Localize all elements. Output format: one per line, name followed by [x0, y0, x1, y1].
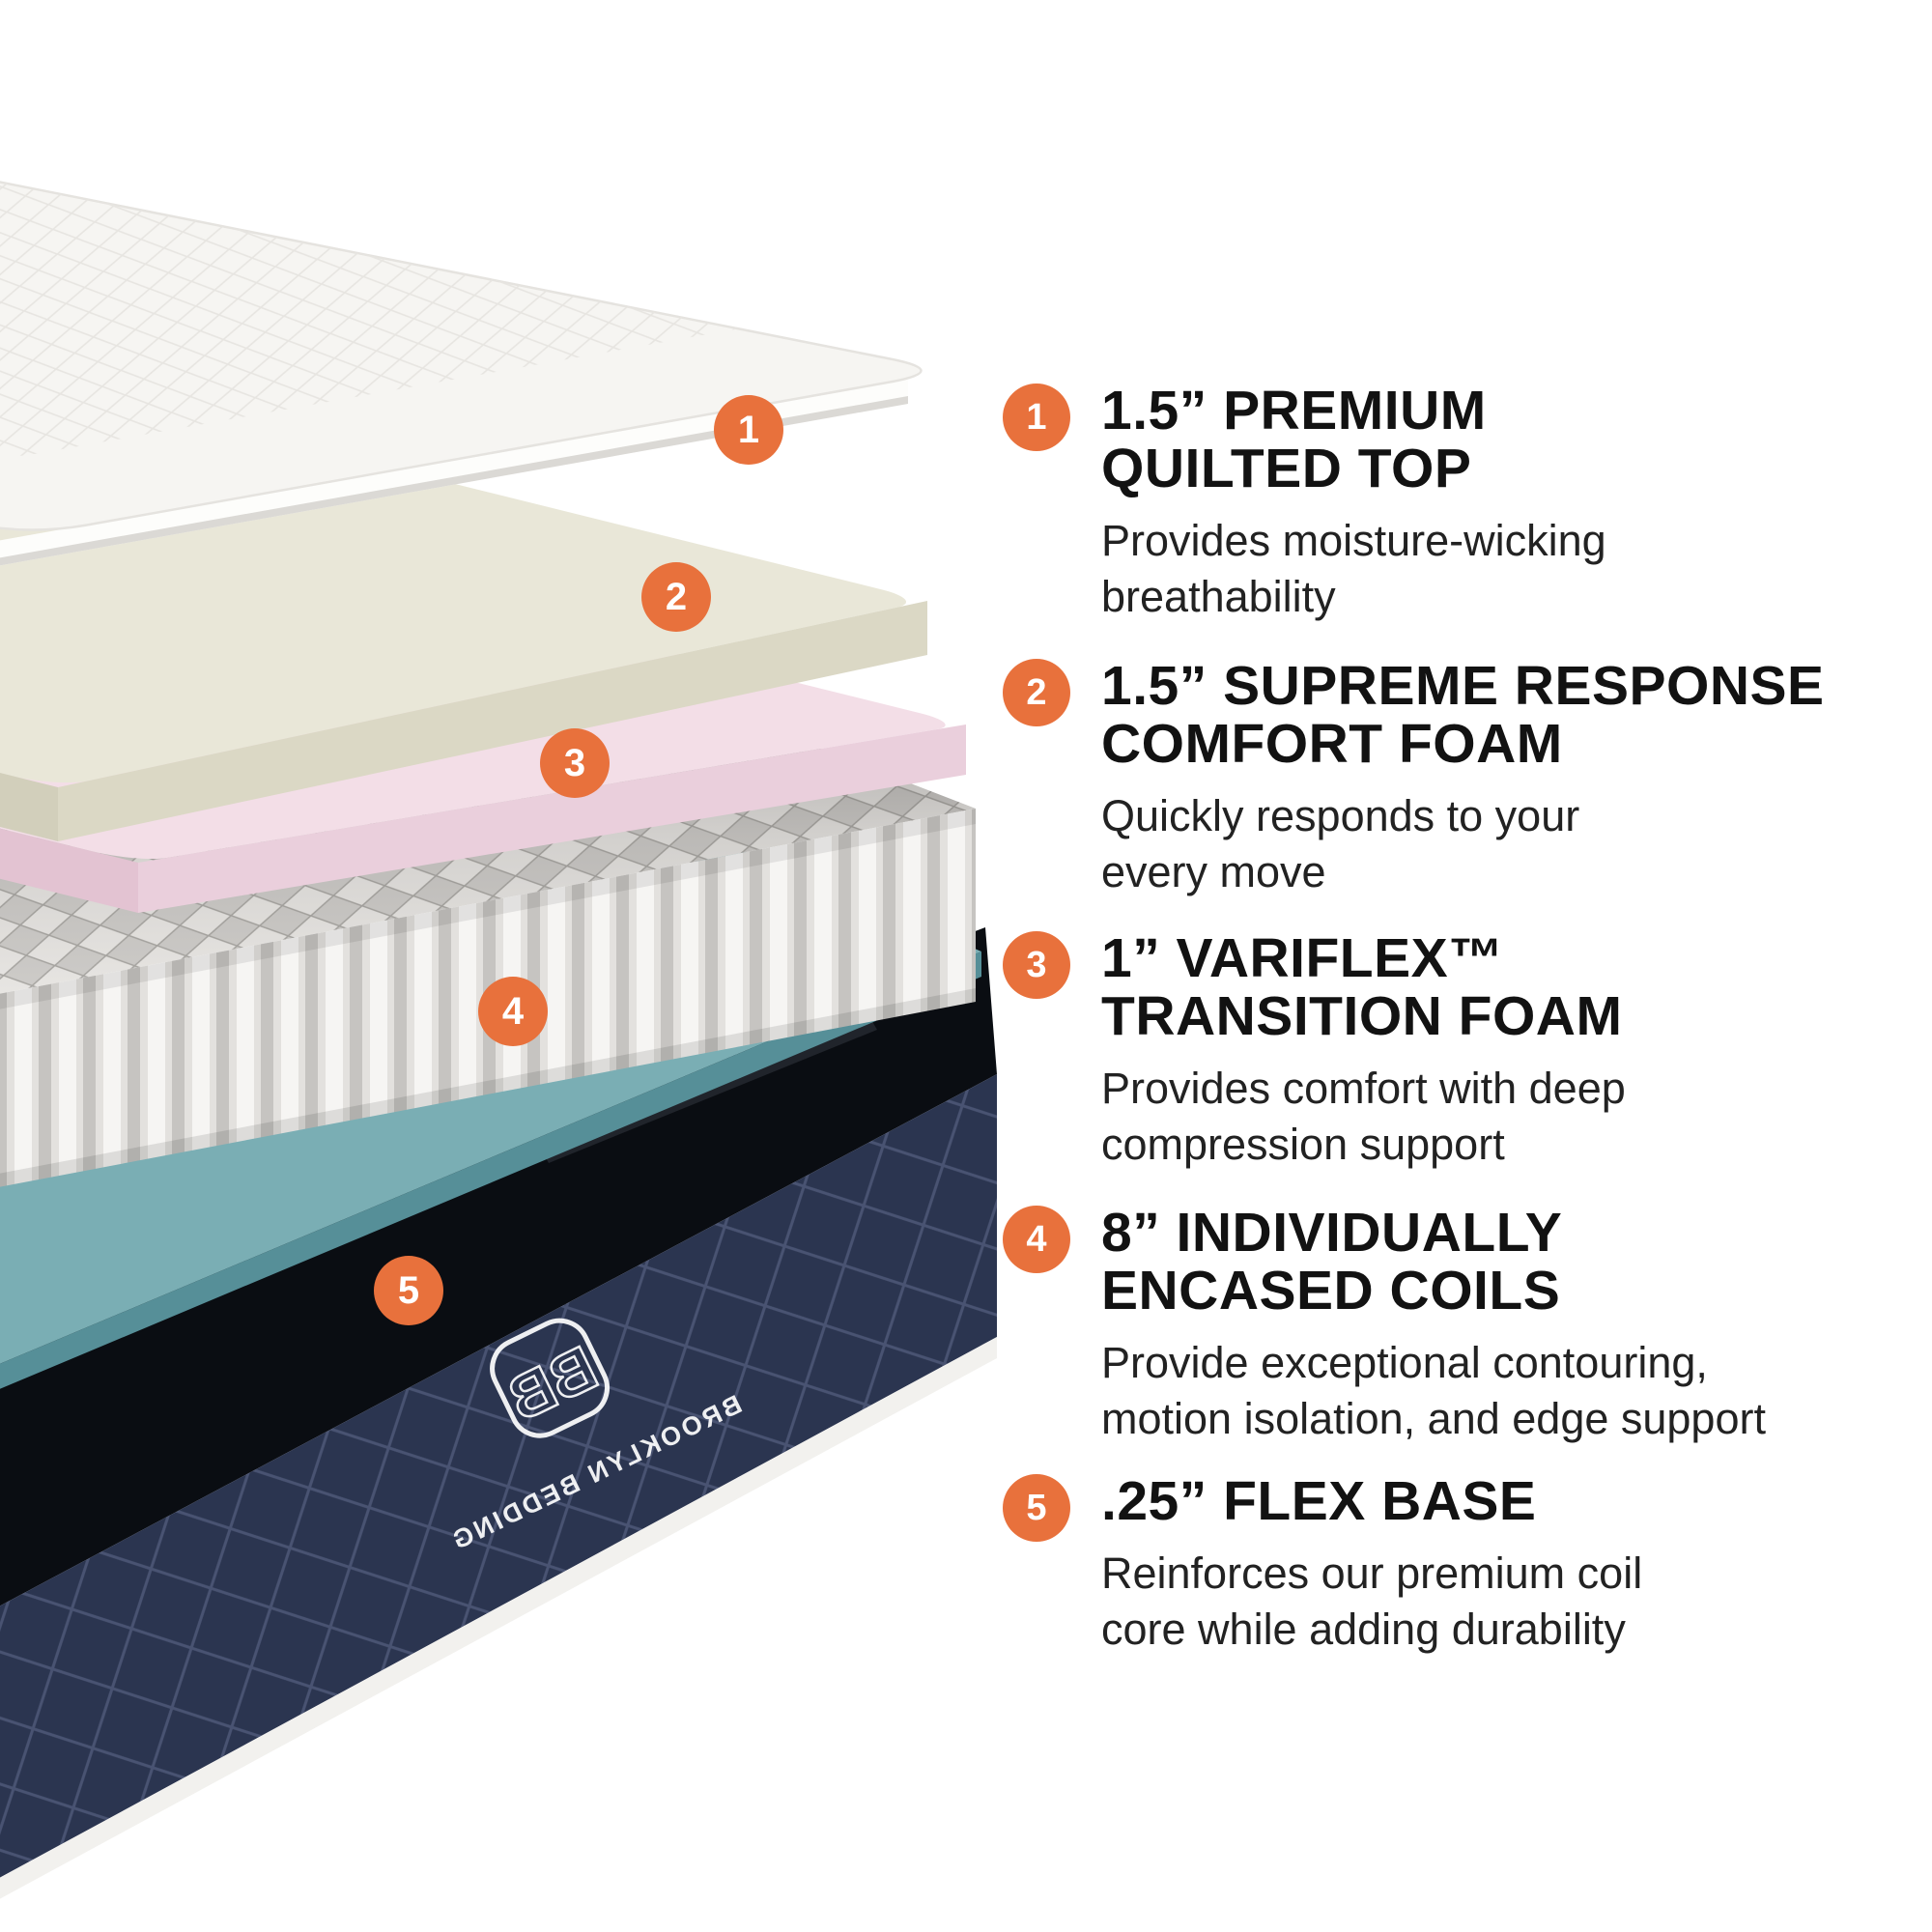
section-3-badge: 3 [1003, 931, 1070, 999]
cream-front-face [58, 601, 927, 841]
callout-section-3: 3 1” VARIFLEX™ TRANSITION FOAM Provides … [985, 929, 1903, 1173]
layer-quilted-top [0, 107, 923, 566]
base-shadow-top [0, 927, 997, 1606]
section-4-title: 8” INDIVIDUALLY ENCASED COILS [1101, 1202, 1563, 1321]
diagram-callout-3: 3 [540, 728, 610, 798]
pink-front-face [138, 724, 966, 913]
base-piping [0, 1337, 997, 1899]
section-2-badge: 2 [1003, 659, 1070, 726]
teal-front-face [0, 952, 981, 1389]
quilt-front-lip [0, 396, 908, 566]
callout-section-2: 2 1.5” SUPREME RESPONSE COMFORT FOAM Qui… [985, 657, 1903, 900]
cream-top-face [0, 280, 906, 783]
cream-left-face [0, 773, 58, 841]
quilt-texture [0, 107, 878, 458]
layer-flex-base: BB BROOKLYN BEDDING [0, 927, 997, 1899]
pink-left-face [0, 828, 138, 913]
diagram-callout-1: 1 [714, 395, 783, 465]
section-5-title: .25” FLEX BASE [1101, 1470, 1537, 1532]
diagram-callout-2: 2 [641, 562, 711, 632]
section-1-title: 1.5” PREMIUM QUILTED TOP [1101, 380, 1487, 499]
section-4-description: Provide exceptional contouring, motion i… [1101, 1338, 1766, 1443]
section-4-badge: 4 [1003, 1206, 1070, 1273]
section-3-description: Provides comfort with deep compression s… [1101, 1064, 1626, 1169]
diagram-callout-5: 5 [374, 1256, 443, 1325]
section-2-title: 1.5” SUPREME RESPONSE COMFORT FOAM [1101, 655, 1825, 775]
section-3-title: 1” VARIFLEX™ TRANSITION FOAM [1101, 927, 1623, 1047]
section-1-description: Provides moisture-wicking breathability [1101, 516, 1606, 621]
section-2-description: Quickly responds to your every move [1101, 791, 1580, 896]
diagram-callout-4: 4 [478, 977, 548, 1046]
section-5-badge: 5 [1003, 1474, 1070, 1542]
coil-front-bottom-shade [0, 988, 976, 1187]
coil-front-top-shade [0, 809, 976, 1009]
logo-frame [490, 1318, 610, 1438]
section-5-description: Reinforces our premium coil core while a… [1101, 1548, 1643, 1654]
layer-comfort-foam [0, 280, 927, 841]
section-1-badge: 1 [1003, 384, 1070, 451]
callout-section-4: 4 8” INDIVIDUALLY ENCASED COILS Provide … [985, 1204, 1903, 1447]
callout-section-1: 1 1.5” PREMIUM QUILTED TOP Provides mois… [985, 382, 1903, 625]
callout-section-5: 5 .25” FLEX BASE Reinforces our premium … [985, 1472, 1903, 1658]
base-quilt-pattern [0, 1074, 997, 1878]
